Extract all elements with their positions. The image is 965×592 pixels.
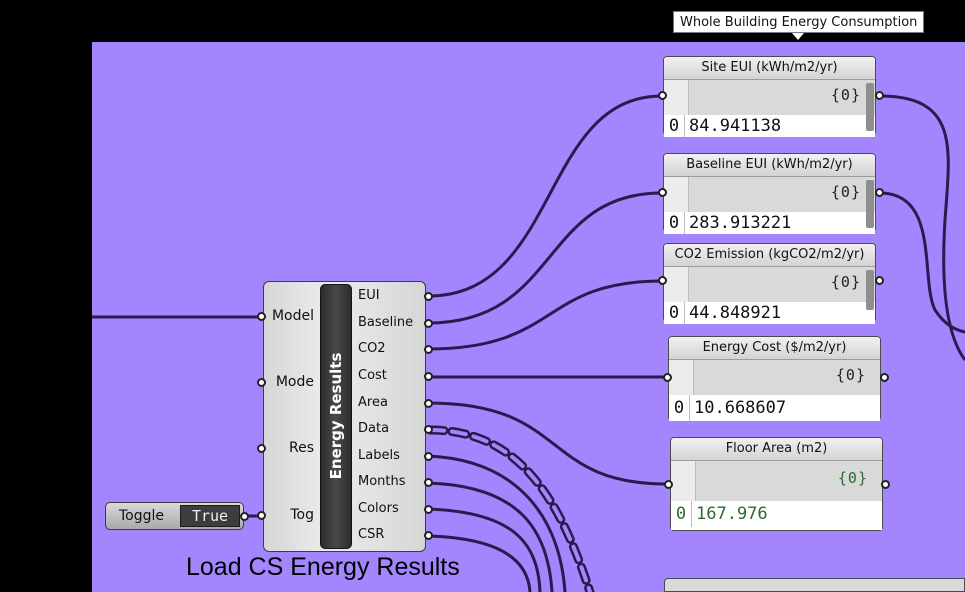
output-port-eui[interactable]	[424, 292, 433, 301]
group-tooltip: Whole Building Energy Consumption	[673, 11, 925, 33]
output-co2-label: CO2	[358, 341, 386, 356]
panel-output-port[interactable]	[881, 480, 890, 489]
output-port-months[interactable]	[424, 478, 433, 487]
component-name-bar[interactable]	[320, 284, 352, 549]
panel-input-port[interactable]	[658, 276, 667, 285]
output-port-csr[interactable]	[424, 531, 433, 540]
panel-output-port[interactable]	[875, 276, 884, 285]
component-name: Energy Results	[327, 352, 345, 480]
input-port-tog[interactable]	[257, 511, 266, 520]
output-eui-label: EUI	[358, 288, 380, 303]
panel-title: Energy Cost ($/m2/yr)	[669, 337, 880, 360]
input-port-model[interactable]	[257, 312, 266, 321]
toggle-label: Toggle	[119, 508, 165, 524]
output-labels-label: Labels	[358, 448, 400, 463]
output-data-label: Data	[358, 421, 390, 436]
input-mode-label: Mode	[275, 374, 314, 390]
panel-row-index: 0	[671, 501, 692, 527]
output-port-baseline[interactable]	[424, 319, 433, 328]
output-port-co2[interactable]	[424, 345, 433, 354]
panel-row-index: 0	[669, 395, 690, 421]
panel-value: 84.941138	[689, 116, 782, 136]
input-res-label: Res	[288, 440, 314, 456]
output-port-data[interactable]	[424, 425, 433, 434]
input-model-label: Model	[271, 308, 314, 324]
panel-row-index: 0	[664, 302, 685, 324]
panel-scrollbar[interactable]	[866, 270, 874, 310]
panel-title: CO2 Emission (kgCO2/m2/yr)	[664, 244, 875, 267]
panel-branch-index: {0}	[837, 469, 868, 487]
panel-scrollbar[interactable]	[866, 180, 874, 228]
toggle-value-button[interactable]: True	[180, 505, 240, 527]
panel-branch-index: {0}	[830, 183, 861, 201]
panel-scrollbar[interactable]	[866, 83, 874, 131]
output-port-cost[interactable]	[424, 372, 433, 381]
panel-input-port[interactable]	[663, 373, 672, 382]
panel-output-port[interactable]	[875, 188, 884, 197]
output-port-area[interactable]	[424, 399, 433, 408]
panel-value: 283.913221	[689, 213, 792, 233]
panel-value: 10.668607	[694, 398, 787, 418]
output-port-colors[interactable]	[424, 505, 433, 514]
panel-partial[interactable]	[664, 578, 965, 592]
output-colors-label: Colors	[358, 501, 399, 516]
panel-value: 167.976	[696, 504, 768, 524]
group-title: Load CS Energy Results	[186, 553, 460, 581]
output-months-label: Months	[358, 474, 406, 489]
panel-branch-index: {0}	[830, 86, 861, 104]
panel-output-port[interactable]	[875, 91, 884, 100]
output-port-labels[interactable]	[424, 452, 433, 461]
panel-value: 44.848921	[689, 303, 782, 323]
panel-input-port[interactable]	[664, 480, 673, 489]
panel-output-port[interactable]	[880, 373, 889, 382]
output-area-label: Area	[358, 395, 388, 410]
tooltip-arrow	[792, 33, 804, 40]
input-port-res[interactable]	[257, 444, 266, 453]
panel-title: Floor Area (m2)	[671, 438, 882, 461]
panel-row-index: 0	[664, 212, 685, 234]
toggle-output-port[interactable]	[240, 512, 249, 521]
panel-input-port[interactable]	[658, 91, 667, 100]
panel-title: Site EUI (kWh/m2/yr)	[664, 57, 875, 80]
output-csr-label: CSR	[358, 527, 385, 542]
output-cost-label: Cost	[358, 368, 387, 383]
output-baseline-label: Baseline	[358, 315, 414, 330]
panel-row-index: 0	[664, 115, 685, 137]
panel-branch-index: {0}	[835, 366, 866, 384]
panel-title: Baseline EUI (kWh/m2/yr)	[664, 154, 875, 177]
input-tog-label: Tog	[290, 507, 314, 523]
panel-branch-index: {0}	[830, 273, 861, 291]
input-port-mode[interactable]	[257, 378, 266, 387]
panel-input-port[interactable]	[658, 188, 667, 197]
